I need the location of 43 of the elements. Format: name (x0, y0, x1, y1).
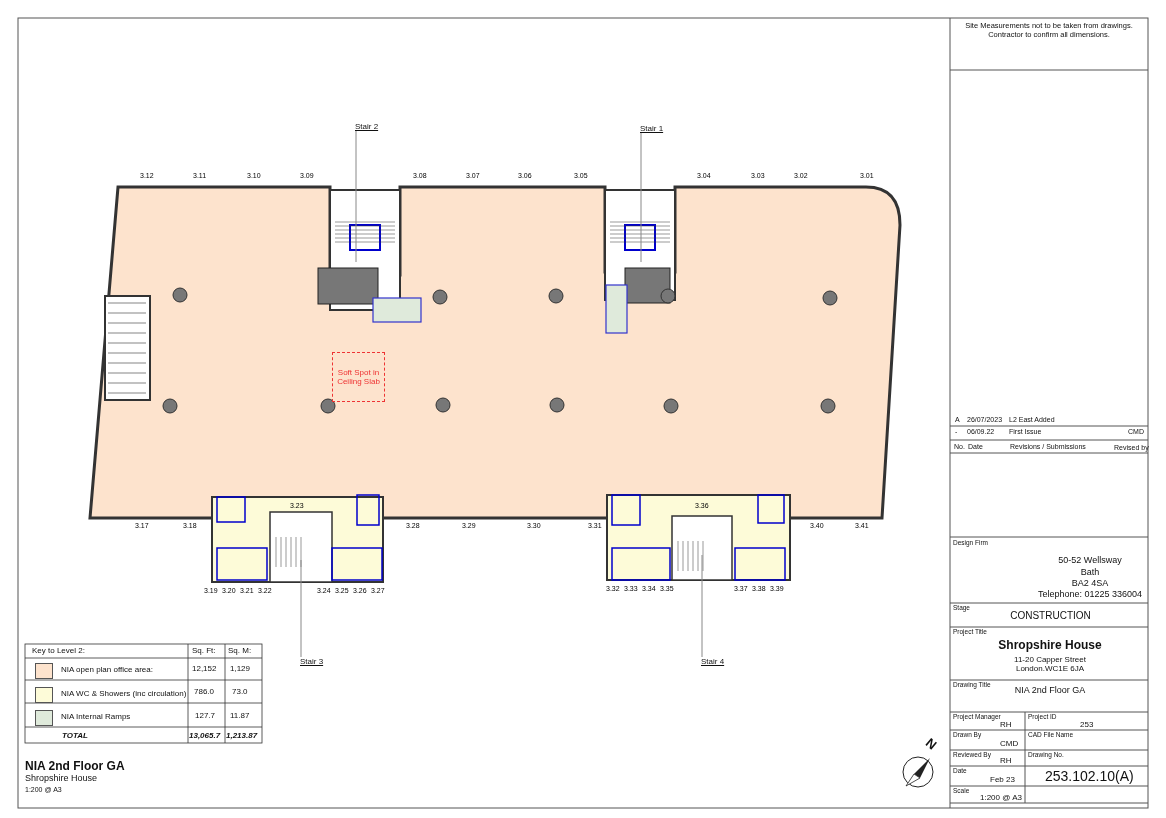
field-value: RH (1000, 720, 1012, 730)
drawing-title: NIA 2nd Floor GA (1013, 685, 1087, 696)
legend-label: NIA Internal Ramps (61, 712, 131, 722)
field-value: CMD (1000, 739, 1019, 749)
field-value: 1:200 @ A3 (980, 793, 1022, 803)
north-label: N (922, 735, 940, 754)
total-value: 1,213.87 (226, 731, 258, 741)
table-value: 786.0 (194, 687, 215, 697)
stair-label: Stair 3 (300, 657, 324, 667)
stair-label: Stair 1 (640, 124, 664, 134)
table-value: 12,152 (192, 664, 217, 674)
address-line: London.WC1E 6JA (1014, 664, 1085, 674)
column-heading: Sq. Ft: (192, 646, 216, 656)
table-value: 73.0 (232, 687, 248, 697)
total-label: TOTAL (62, 731, 88, 741)
field-value: 253 (1080, 720, 1094, 730)
field-value: RH (1000, 756, 1012, 766)
address-line: BA2 4SA (1070, 578, 1110, 589)
address-line: Bath (1079, 567, 1101, 578)
leader-line (640, 132, 642, 263)
project-title: Shropshire House (997, 639, 1103, 653)
telephone-number: Telephone: 01225 336004 (1036, 589, 1144, 600)
stair-label: Stair 4 (701, 657, 725, 667)
table-value: 11.87 (230, 711, 250, 721)
table-value: 127.7 (195, 711, 216, 721)
leader-line (701, 554, 703, 658)
leader-line (355, 130, 357, 263)
legend-label: NIA open plan office area: (61, 665, 153, 675)
table-value: 1,129 (230, 664, 251, 674)
drawing-number: 253.102.10(A) (1045, 768, 1134, 785)
legend-label: NIA WC & Showers (inc circulation) (61, 688, 187, 698)
drawing-title: NIA 2nd Floor GA (25, 760, 125, 774)
field-value: Feb 23 (990, 775, 1015, 785)
stair-label: Stair 2 (355, 122, 379, 132)
address-line: 50-52 Wellsway (1057, 555, 1123, 566)
drawing-subtitle: Shropshire House (25, 773, 98, 784)
soft-spot-box: Soft Spot in Ceiling Slab (332, 352, 385, 402)
total-value: 13,065.7 (189, 731, 221, 741)
column-heading: Sq. M: (228, 646, 252, 656)
project-stage: CONSTRUCTION (1009, 610, 1092, 622)
leader-line (300, 559, 302, 658)
table-heading: Key to Level 2: (32, 646, 85, 656)
address-line: 11-20 Capper Street (1013, 655, 1087, 665)
